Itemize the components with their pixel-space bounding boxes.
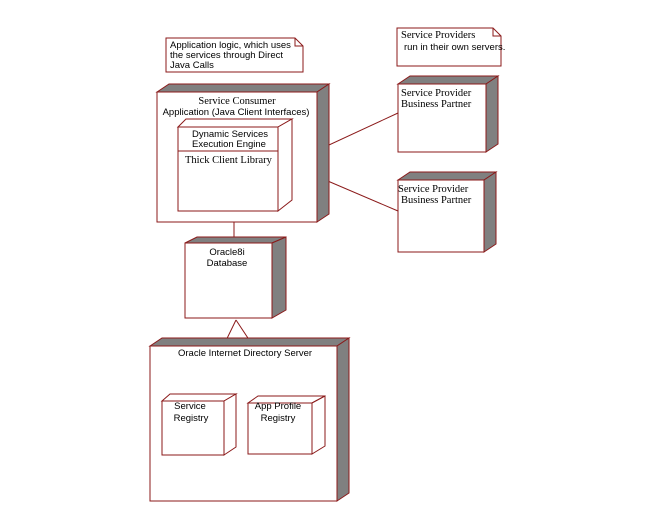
node-service-registry: Service Registry [160,393,238,456]
node-oracle8i-database-line-1: Oracle8i [209,247,244,258]
note-service-providers-line-1: Service Providers [401,30,475,41]
node-execution-engine-title-line-2: Execution Engine [192,139,266,150]
node-execution-engine: Dynamic Services Execution Engine Thick … [176,118,294,213]
node-service-registry-line-2: Registry [174,413,209,424]
note-service-providers-line-2: run in their own servers. [404,42,505,53]
node-service-consumer-subtitle: Application (Java Client Interfaces) [163,107,310,118]
node-service-provider-1-line-1: Service Provider [401,88,472,99]
node-app-profile-registry-line-2: Registry [261,413,296,424]
node-oracle8i-database: Oracle8i Database [184,236,287,319]
node-app-profile-registry-line-1: App Profile [255,401,301,412]
note-application-logic-line-1: Application logic, which uses [170,40,291,51]
node-app-profile-registry: App Profile Registry [246,395,326,455]
note-service-providers: Service Providers run in their own serve… [396,27,505,67]
note-application-logic-line-3: Java Calls [170,60,214,71]
note-application-logic: Application logic, which uses the servic… [165,37,304,73]
node-service-provider-1: Service Provider Business Partner [396,75,500,153]
node-service-provider-2: Service Provider Business Partner [396,171,498,253]
node-oracle8i-database-line-2: Database [207,258,248,269]
node-service-provider-2-line-2: Business Partner [401,195,472,206]
node-directory-server: Oracle Internet Directory Server [148,337,351,502]
node-service-provider-2-line-1: Service Provider [398,184,469,195]
note-application-logic-line-2: the services through Direct [170,50,283,61]
node-execution-engine-title-line-1: Dynamic Services [192,129,268,140]
thick-client-library-label: Thick Client Library [185,155,273,166]
node-service-consumer-title: Service Consumer [198,96,276,107]
node-directory-server-title: Oracle Internet Directory Server [178,348,312,359]
node-service-provider-1-line-2: Business Partner [401,99,472,110]
node-service-registry-line-1: Service [174,401,206,412]
